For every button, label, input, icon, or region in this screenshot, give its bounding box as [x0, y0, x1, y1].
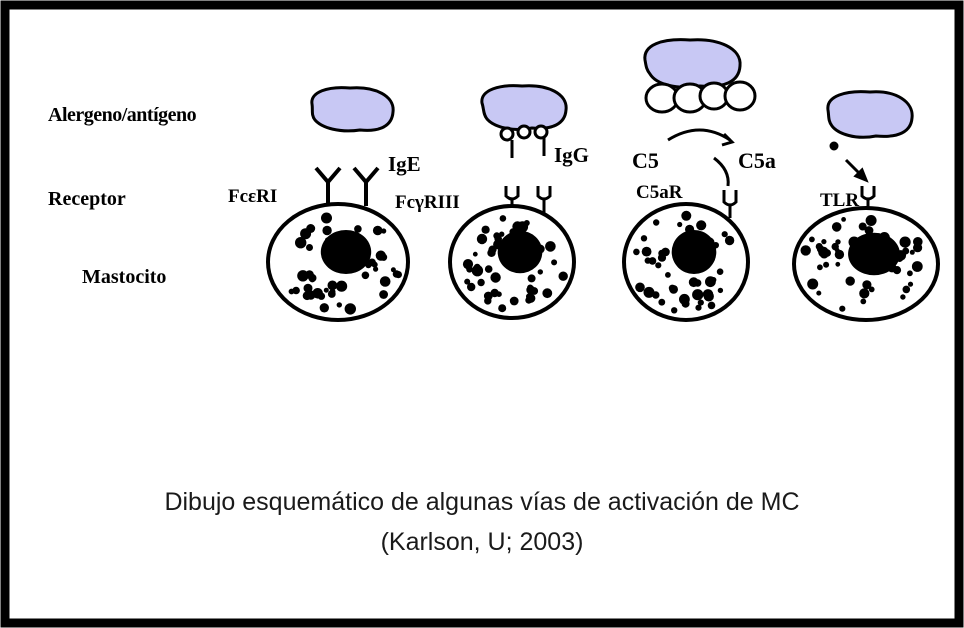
receptor-label-c5ar: C5aR: [636, 182, 683, 203]
tlr-ligand-arrow: [829, 141, 869, 183]
antigen-blob-1: [310, 86, 395, 133]
figure-caption-citation: (Karlson, U; 2003): [380, 528, 584, 556]
mast-cell-1: [266, 202, 410, 322]
c5a-receptor: [722, 190, 738, 218]
antigen-blob-4: [826, 90, 914, 139]
antibody-label-ige: IgE: [388, 152, 421, 176]
antibody-label-igg: IgG: [554, 143, 590, 167]
igg-antibody-1: [499, 124, 532, 158]
mast-cell-nucleus: [497, 230, 543, 274]
ige-antibody-1: [314, 166, 342, 206]
mast-cell-4: [792, 206, 940, 322]
mast-cell-3: [622, 202, 750, 322]
mast-cell-nucleus: [671, 229, 717, 275]
mast-cell-2: [448, 204, 576, 320]
receptor-label-tlr: TLR: [820, 190, 860, 211]
receptor-label-fcgriii: FcγRIII: [395, 192, 460, 213]
mast-cell-nucleus: [320, 229, 372, 275]
row-label-allergen: Alergeno/antígeno: [48, 104, 197, 126]
complement-label-c5a: C5a: [738, 148, 776, 173]
ige-antibody-2: [352, 166, 380, 206]
row-label-mast-cell: Mastocito: [82, 266, 167, 288]
antigen-blob-2: [480, 84, 568, 131]
row-label-receptor: Receptor: [48, 188, 126, 210]
figure-caption-title: Dibujo esquemático de algunas vías de ac…: [164, 488, 800, 516]
mast-cell-nucleus: [848, 232, 900, 276]
igg-antibody-2: [533, 124, 549, 156]
antigen-blob-3: [643, 38, 742, 89]
receptor-label-fceri: FcεRI: [228, 186, 278, 207]
mast-cells: [266, 202, 940, 322]
c5-to-c5a-arrow: [667, 128, 735, 187]
c5-complement-circles: [644, 80, 757, 114]
complement-label-c5: C5: [632, 148, 659, 173]
